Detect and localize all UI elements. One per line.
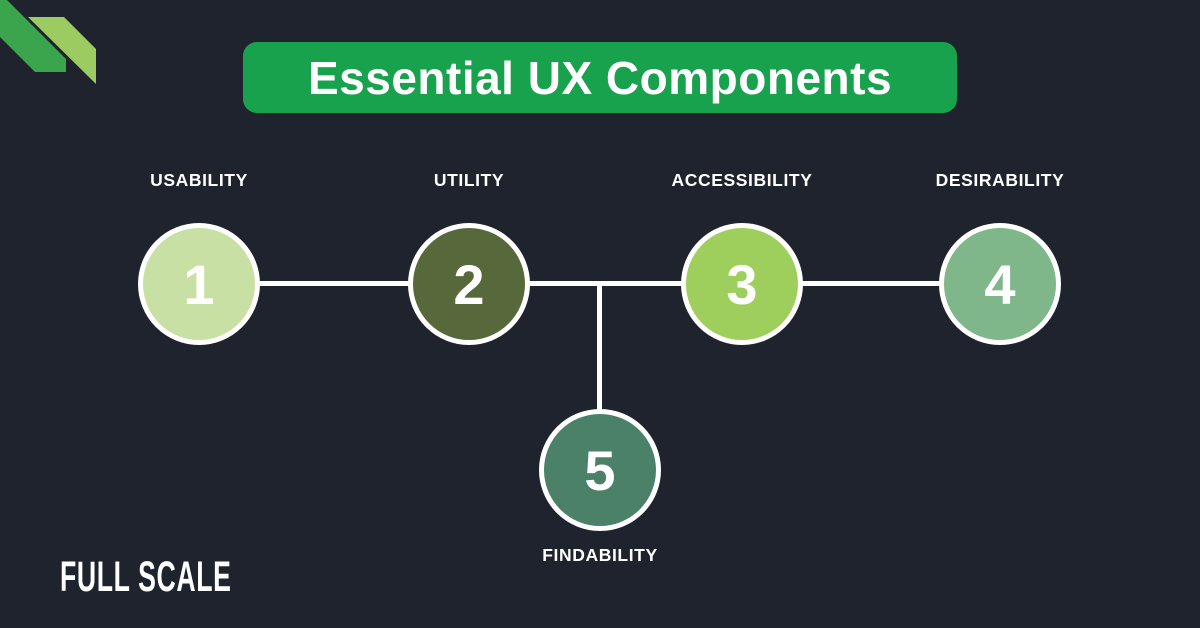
accessibility-number: 3 [726, 252, 758, 316]
circle-usability: 1 [138, 223, 260, 345]
utility-number: 2 [453, 252, 485, 316]
full-scale-logo: FULL SCALE [60, 553, 337, 601]
label-desirability: DESIRABILITY [935, 170, 1065, 190]
label-usability: USABILITY [150, 170, 248, 190]
circle-utility: 2 [408, 223, 530, 345]
circle-desirability: 4 [939, 223, 1061, 345]
desirability-number: 4 [984, 252, 1016, 316]
ribbon-dark-stripe [0, 0, 66, 72]
label-accessibility: ACCESSIBILITY [671, 170, 813, 190]
corner-ribbon-icon [0, 0, 96, 84]
circle-accessibility: 3 [681, 223, 803, 345]
horizontal-connector-line [199, 281, 1000, 286]
circle-findability: 5 [539, 409, 661, 531]
page-title: Essential UX Components [307, 51, 893, 104]
vertical-connector-line [597, 284, 602, 470]
findability-number: 5 [584, 438, 616, 502]
usability-number: 1 [183, 252, 215, 316]
ribbon-light-stripe [28, 17, 96, 84]
title-banner: Essential UX Components [243, 42, 957, 113]
label-utility: UTILITY [433, 170, 505, 190]
full-scale-logo-text: FULL SCALE [60, 553, 232, 601]
label-findability: FINDABILITY [542, 545, 658, 565]
